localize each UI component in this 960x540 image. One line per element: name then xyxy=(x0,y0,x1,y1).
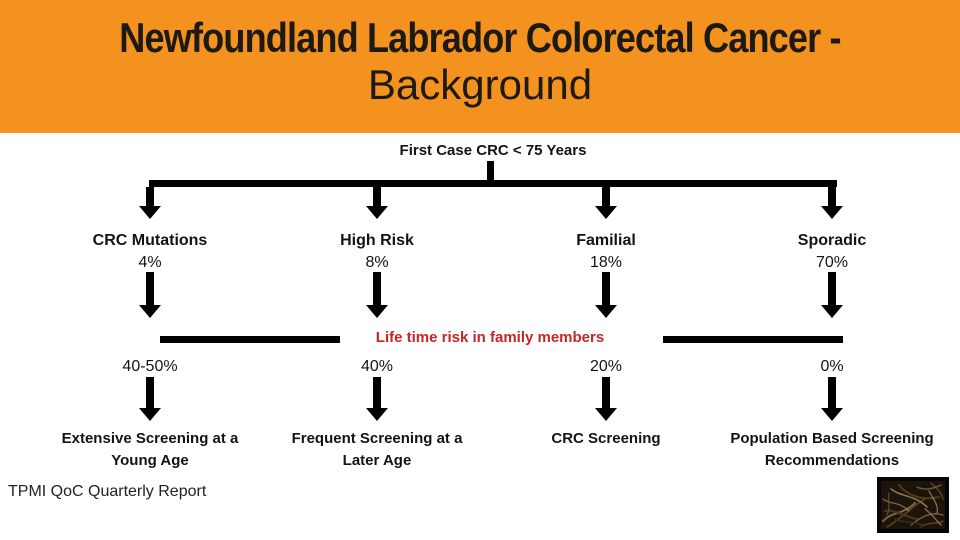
branch-node-sporadic: Sporadic 70% xyxy=(722,230,942,274)
lifetime-risk-label: Life time risk in family members xyxy=(375,329,605,346)
down-arrow-icon xyxy=(821,377,843,421)
slide-title-line1: Newfoundland Labrador Colorectal Cancer … xyxy=(119,14,841,61)
branch-name: High Risk xyxy=(340,232,414,249)
branch-percent: 8% xyxy=(365,254,389,271)
branch-node-familial: Familial 18% xyxy=(496,230,716,274)
slide-title-line2: Background xyxy=(367,61,593,108)
slide-header: Newfoundland Labrador Colorectal Cancer … xyxy=(0,0,960,133)
branch-node-high-risk: High Risk 8% xyxy=(267,230,487,274)
down-arrow-icon xyxy=(595,377,617,421)
divider-line xyxy=(160,336,340,343)
down-arrow-icon xyxy=(366,377,388,421)
connector-line xyxy=(149,180,837,187)
outcome-line1: Frequent Screening at a xyxy=(291,430,463,447)
down-arrow-icon xyxy=(139,272,161,318)
footer-report-label: TPMI QoC Quarterly Report xyxy=(8,483,207,500)
down-arrow-icon xyxy=(366,187,388,219)
outcome-node-frequent-screening: Frequent Screening at a Later Age xyxy=(257,428,497,472)
flowchart-root-label: First Case CRC < 75 Years xyxy=(399,142,587,159)
down-arrow-icon xyxy=(139,187,161,219)
outcome-line1: CRC Screening xyxy=(551,430,661,447)
down-arrow-icon xyxy=(821,272,843,318)
lifetime-risk-value: 0% xyxy=(820,358,844,375)
branch-node-crc-mutations: CRC Mutations 4% xyxy=(40,230,260,274)
outcome-line2: Recommendations xyxy=(764,452,900,469)
outcome-node-extensive-screening: Extensive Screening at a Young Age xyxy=(30,428,270,472)
branch-percent: 18% xyxy=(589,254,623,271)
lifetime-risk-value: 40% xyxy=(360,358,394,375)
lifetime-risk-value: 20% xyxy=(589,358,623,375)
down-arrow-icon xyxy=(595,272,617,318)
connector-line xyxy=(487,161,494,181)
branch-name: Familial xyxy=(576,232,636,249)
down-arrow-icon xyxy=(366,272,388,318)
branch-name: Sporadic xyxy=(797,232,867,249)
outcome-line1: Extensive Screening at a xyxy=(61,430,239,447)
histology-texture xyxy=(881,481,945,529)
outcome-line2: Young Age xyxy=(111,452,189,469)
down-arrow-icon xyxy=(139,377,161,421)
branch-percent: 4% xyxy=(138,254,162,271)
branch-percent: 70% xyxy=(815,254,849,271)
divider-line xyxy=(663,336,843,343)
down-arrow-icon xyxy=(595,187,617,219)
outcome-line1: Population Based Screening xyxy=(730,430,934,447)
outcome-node-population-screening: Population Based Screening Recommendatio… xyxy=(712,428,952,472)
branch-name: CRC Mutations xyxy=(92,232,208,249)
histology-thumbnail-image xyxy=(877,477,949,533)
down-arrow-icon xyxy=(821,187,843,219)
outcome-line2: Later Age xyxy=(342,452,412,469)
outcome-node-crc-screening: CRC Screening xyxy=(486,428,726,450)
lifetime-risk-value: 40-50% xyxy=(122,358,178,375)
